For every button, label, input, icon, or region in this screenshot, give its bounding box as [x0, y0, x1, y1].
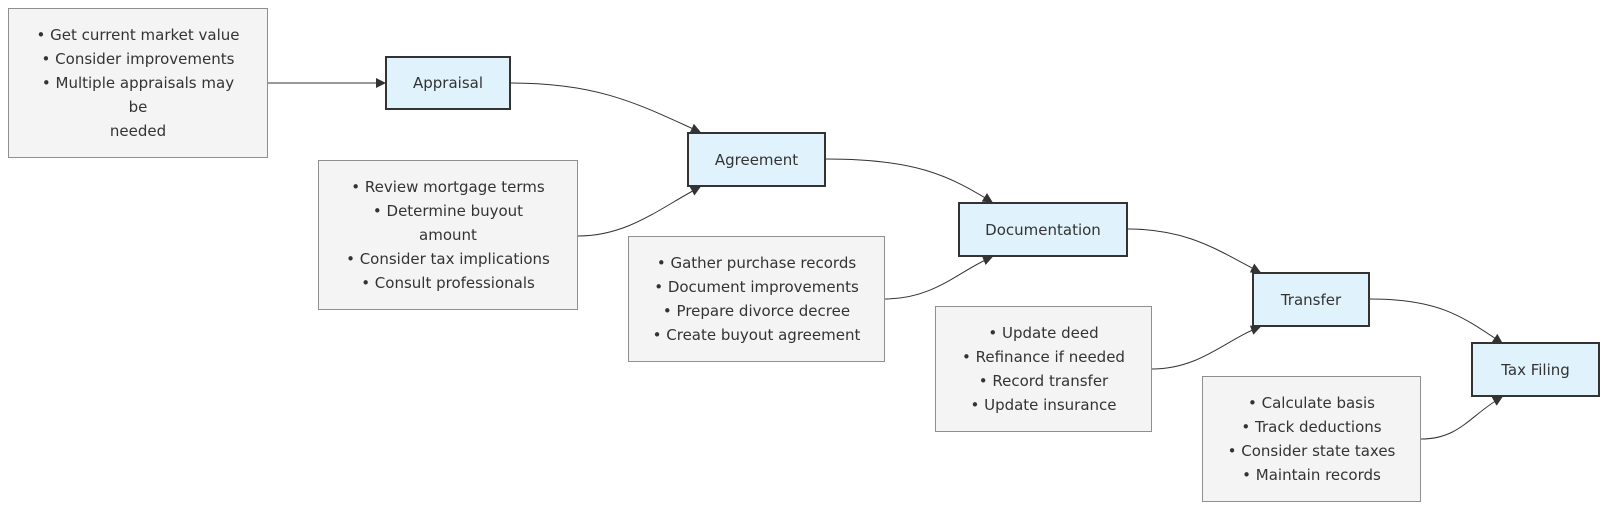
edge-agreement-to-documentation — [825, 158, 993, 203]
appraisal-note-line: be — [128, 98, 148, 116]
edge-transfer-note-to-transfer — [1151, 325, 1261, 370]
agreement-notes: • Review mortgage terms • Determine buyo… — [318, 160, 578, 310]
tax-filing-note-line: • Maintain records — [1242, 466, 1381, 484]
documentation-step: Documentation — [958, 202, 1128, 257]
agreement-note-line: • Consider tax implications — [346, 250, 550, 268]
documentation-note-line: • Create buyout agreement — [652, 326, 861, 344]
agreement-note-line: • Determine buyout — [372, 202, 524, 220]
transfer-note-line: • Refinance if needed — [962, 348, 1125, 366]
appraisal-note-line: • Consider improvements — [41, 50, 235, 68]
transfer-note-line: • Update insurance — [970, 396, 1117, 414]
tax-filing-note-line: • Track deductions — [1241, 418, 1382, 436]
agreement-note-line: • Review mortgage terms — [351, 178, 545, 196]
documentation-notes: • Gather purchase records • Document imp… — [628, 236, 885, 362]
tax-filing-notes: • Calculate basis • Track deductions • C… — [1202, 376, 1421, 502]
appraisal-note-line: needed — [109, 122, 167, 140]
documentation-note-line: • Gather purchase records — [656, 254, 857, 272]
documentation-note-line: • Prepare divorce decree — [662, 302, 851, 320]
tax-filing-note-line: • Consider state taxes — [1227, 442, 1396, 460]
agreement-note-line: amount — [419, 226, 477, 244]
appraisal-notes: • Get current market value • Consider im… — [8, 8, 268, 158]
agreement-note-line: • Consult professionals — [361, 274, 535, 292]
edge-appraisal-to-agreement — [510, 82, 701, 133]
transfer-note-line: • Update deed — [988, 324, 1099, 342]
edge-documentation-to-transfer — [1127, 228, 1261, 273]
transfer-notes: • Update deed • Refinance if needed • Re… — [935, 306, 1152, 432]
appraisal-note-line: • Multiple appraisals may — [41, 74, 235, 92]
transfer-note-line: • Record transfer — [978, 372, 1109, 390]
tax-filing-note-line: • Calculate basis — [1248, 394, 1375, 412]
edge-documentation-note-to-documentation — [884, 255, 993, 300]
edge-transfer-to-taxfiling — [1369, 298, 1503, 344]
appraisal-step: Appraisal — [385, 56, 511, 110]
appraisal-note-line: • Get current market value — [36, 26, 240, 44]
edge-agreement-note-to-agreement — [577, 186, 701, 237]
documentation-note-line: • Document improvements — [654, 278, 859, 296]
tax-filing-step: Tax Filing — [1471, 342, 1600, 397]
edge-taxfiling-note-to-taxfiling — [1420, 396, 1503, 440]
agreement-step: Agreement — [687, 132, 826, 187]
transfer-step: Transfer — [1252, 272, 1370, 327]
